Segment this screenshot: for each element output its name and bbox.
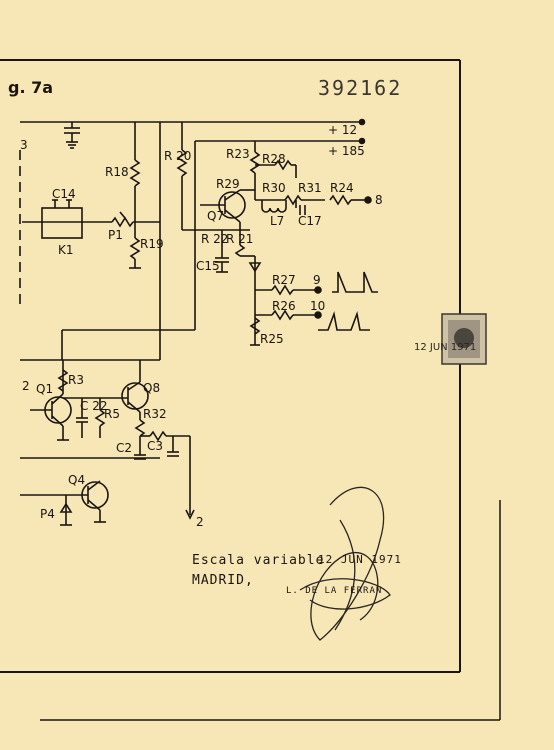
label-r29: R29 — [216, 177, 240, 191]
figure-label: g. 7a — [8, 78, 54, 97]
stamp-date: 12 JUN 1971 — [414, 342, 477, 353]
schematic-wiring — [19, 118, 378, 526]
label-output-10: 10 — [310, 299, 326, 313]
label-r27: R27 — [272, 273, 296, 287]
label-3: 3 — [20, 138, 28, 152]
label-q1: Q1 — [36, 382, 54, 396]
label-r5: R5 — [104, 407, 120, 421]
label-r25: R25 — [260, 332, 284, 346]
label-p1: P1 — [108, 228, 123, 242]
label-p4: P4 — [40, 507, 55, 521]
label-c3: C3 — [147, 439, 164, 453]
label-left-2: 2 — [22, 379, 30, 393]
notarial-stamp — [441, 313, 487, 365]
label-output-8: 8 — [375, 193, 383, 207]
label-c15: C15 — [196, 259, 220, 273]
label-k1: K1 — [58, 243, 74, 257]
label-r24: R24 — [330, 181, 354, 195]
label-l7: L7 — [270, 214, 285, 228]
label-r32: R32 — [143, 407, 167, 421]
patent-number: 392162 — [318, 76, 403, 100]
label-q8: Q8 — [143, 381, 161, 395]
label-r31: R31 — [298, 181, 322, 195]
handwritten-signature — [299, 486, 391, 641]
label-c22: C 22 — [80, 399, 108, 413]
label-r26: R26 — [272, 299, 296, 313]
label-q7: Q7 — [207, 209, 225, 223]
label-r21: R 21 — [226, 232, 254, 246]
label-r30: R30 — [262, 181, 286, 195]
label-r3: R3 — [68, 373, 84, 387]
label-output-2: 2 — [196, 515, 204, 529]
city-label: MADRID, — [192, 573, 254, 588]
page-border — [0, 59, 501, 721]
scale-note: Escala variable — [192, 553, 325, 568]
signature-date: 12 JUN 1971 — [318, 553, 402, 566]
label-output-9: 9 — [313, 273, 321, 287]
label-r22: R 22 — [201, 232, 229, 246]
label-q4: Q4 — [68, 473, 86, 487]
label-r18: R18 — [105, 165, 129, 179]
label-c17: C17 — [298, 214, 322, 228]
label-r23: R23 — [226, 147, 250, 161]
rail-185v-label: + 185 — [328, 144, 365, 158]
label-c14: C14 — [52, 187, 76, 201]
signatory-name: L. DE LA FERRAN — [286, 586, 383, 596]
label-c2: C2 — [116, 441, 133, 455]
rail-12v-label: + 12 — [328, 123, 358, 137]
label-r19: R19 — [140, 237, 164, 251]
label-r20: R 20 — [164, 149, 192, 163]
label-r28: R28 — [262, 152, 286, 166]
